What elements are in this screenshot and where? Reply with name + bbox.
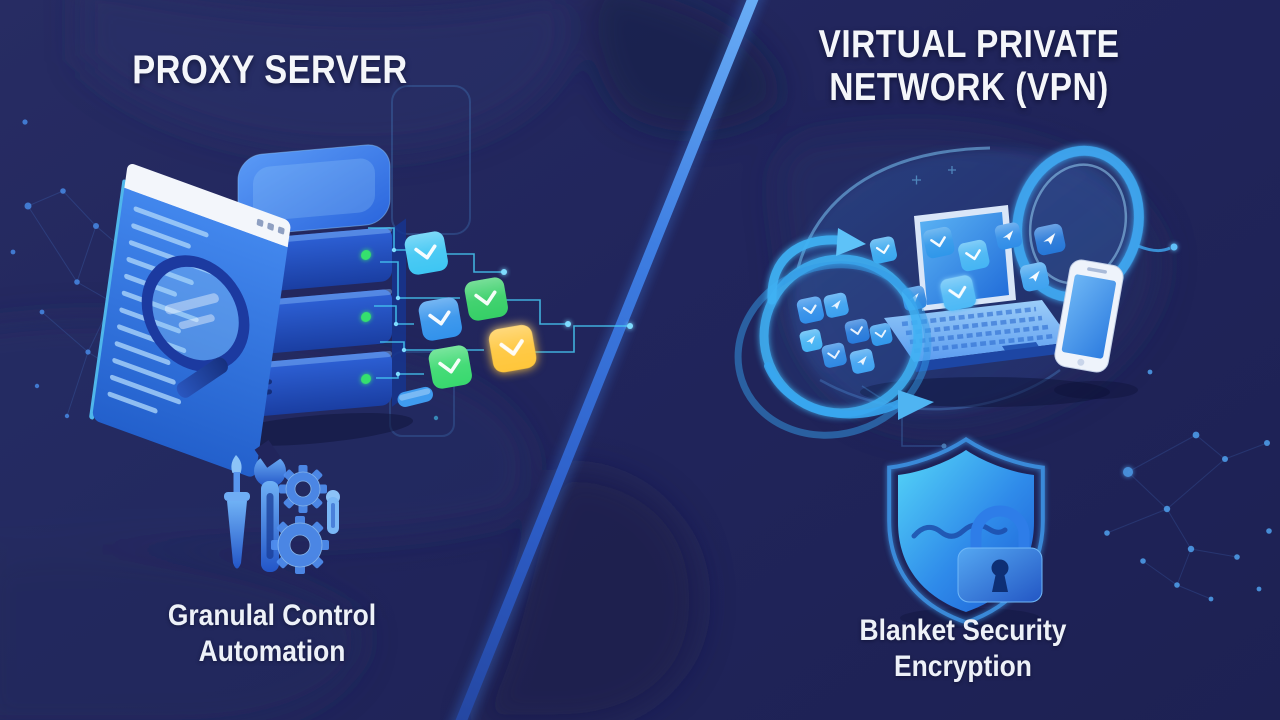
shield-icon bbox=[887, 436, 1045, 628]
sync-arrows-icon bbox=[734, 228, 934, 439]
right-caption-line2: Encryption bbox=[894, 650, 1032, 683]
tunnel-exit-ring bbox=[1012, 145, 1144, 303]
right-panel-title: VIRTUAL PRIVATE NETWORK (VPN) bbox=[797, 23, 1141, 110]
envelope-green-icon bbox=[462, 274, 511, 324]
browser-search-window-icon bbox=[89, 164, 291, 477]
envelope-icons bbox=[397, 228, 540, 421]
smartphone-icon bbox=[1054, 259, 1138, 399]
driver-bit-icon bbox=[326, 490, 340, 534]
right-caption-line1: Blanket Security bbox=[859, 614, 1067, 647]
vpn-illustration bbox=[734, 145, 1178, 628]
decor-cross-marks bbox=[912, 166, 956, 185]
envelope-green2-icon bbox=[426, 342, 475, 392]
gear-small-icon bbox=[279, 465, 327, 513]
left-caption-line1: Granulal Control bbox=[167, 599, 377, 632]
led-green bbox=[361, 373, 371, 384]
server-stack-icon bbox=[217, 144, 413, 446]
right-title-line1: VIRTUAL PRIVATE bbox=[818, 23, 1120, 66]
led-green bbox=[361, 249, 371, 260]
magnifier-icon bbox=[141, 255, 250, 398]
envelope-blue-icon bbox=[416, 294, 465, 344]
left-panel-title: PROXY SERVER bbox=[132, 48, 408, 92]
gear-large-icon bbox=[271, 516, 329, 574]
arrowhead-bottom bbox=[898, 390, 934, 420]
proxy-illustration bbox=[89, 85, 633, 574]
wave-line bbox=[911, 522, 1008, 539]
data-pill-icon bbox=[397, 386, 433, 407]
tools-icon bbox=[224, 439, 340, 574]
constellation-bottom-right bbox=[1104, 369, 1272, 602]
diagonal-divider bbox=[444, 0, 770, 720]
envelope-cyan-icon bbox=[402, 228, 451, 278]
server-tier bbox=[236, 350, 392, 418]
right-panel-caption: Blanket Security Encryption bbox=[805, 613, 1122, 685]
left-panel-caption: Granulal Control Automation bbox=[114, 598, 431, 670]
padlock-icon bbox=[957, 505, 1043, 603]
arrowhead-top bbox=[836, 228, 866, 256]
screwdriver-icon bbox=[224, 455, 250, 569]
led-green bbox=[361, 311, 371, 322]
envelope-yellow-icon bbox=[486, 322, 540, 376]
right-title-line2: NETWORK (VPN) bbox=[829, 65, 1109, 109]
browser-controls bbox=[256, 218, 285, 235]
left-caption-line2: Automation bbox=[198, 635, 346, 668]
circuit-nodes bbox=[391, 247, 633, 377]
